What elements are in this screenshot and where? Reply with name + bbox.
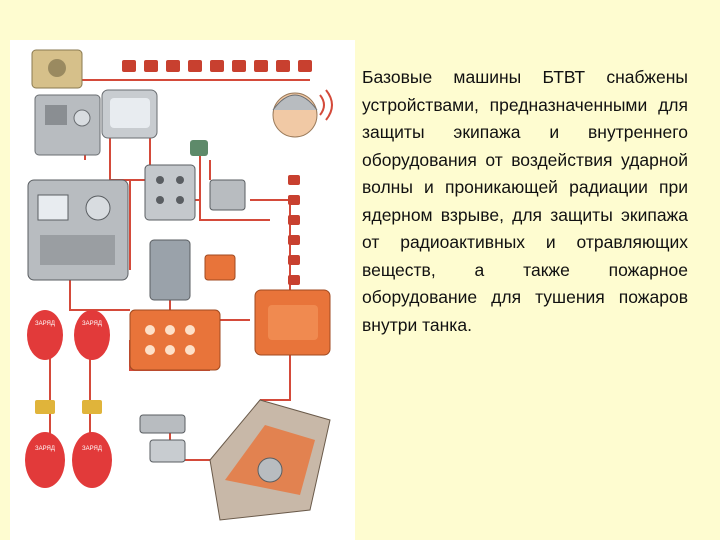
cylinder-label: ЗАРЯД [35, 446, 55, 452]
control-block [34, 94, 101, 156]
monitor-unit [101, 89, 158, 139]
sensor-unit [31, 49, 83, 89]
connector-column [288, 175, 300, 285]
cylinder-label: ЗАРЯД [82, 446, 102, 452]
orange-control-box [129, 309, 221, 371]
connector-row [122, 60, 312, 72]
filter-module [149, 239, 191, 301]
radiation-meter [27, 179, 129, 281]
extinguisher-lower: ЗАРЯД ЗАРЯД [25, 432, 112, 488]
extinguisher-upper: ЗАРЯД ЗАРЯД [27, 310, 110, 360]
filter-ventilation-unit [254, 289, 331, 356]
small-instruments [139, 414, 186, 463]
equipment-diagram: ЗАРЯД ЗАРЯД ЗАРЯД ЗАРЯД [25, 49, 333, 521]
green-sensor [190, 140, 208, 156]
relay-unit [209, 179, 246, 211]
control-panel [144, 164, 196, 221]
crew-helmet-icon [272, 89, 333, 138]
cylinder-label: ЗАРЯД [35, 321, 55, 327]
valve-heads [35, 400, 102, 414]
engine-compartment [209, 399, 331, 521]
slide-body-text: Базовые машины БТВТ снабжены устройствам… [362, 67, 688, 335]
protection-equipment-illustration: ЗАРЯД ЗАРЯД ЗАРЯД ЗАРЯД [10, 40, 355, 540]
cylinder-label: ЗАРЯД [82, 321, 102, 327]
orange-valve [204, 254, 236, 281]
